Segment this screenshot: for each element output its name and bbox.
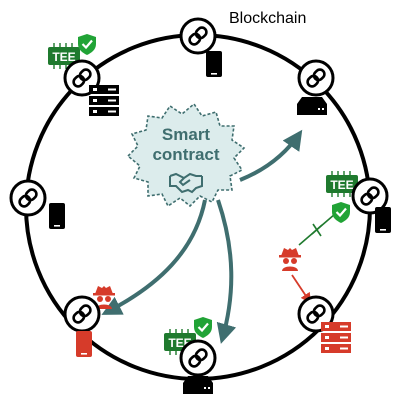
tee-chip-icon: TEE [326, 171, 358, 197]
node-lower-right [297, 295, 351, 353]
node-left [9, 179, 65, 229]
malicious-arrow [291, 274, 312, 304]
tee-label: TEE [330, 178, 353, 192]
node-top [179, 17, 222, 77]
arrow-contract-to-bottom [216, 199, 237, 344]
node-upper-right [297, 59, 335, 115]
phone-icon [206, 51, 222, 77]
contract-label-line2: contract [152, 145, 219, 164]
blocked-cross-icon [311, 223, 323, 237]
smart-contract: Smart contract [126, 102, 246, 208]
phone-icon [375, 207, 391, 233]
phone-icon [49, 203, 65, 229]
link-icon [297, 59, 335, 97]
contract-label-line1: Smart [162, 125, 211, 144]
contract-cloud [126, 102, 246, 208]
link-icon [179, 17, 217, 55]
phone-icon [76, 331, 92, 357]
link-icon [63, 295, 101, 333]
arrow-contract-to-upper-right [239, 129, 303, 182]
router-icon [297, 97, 327, 115]
tee-label: TEE [52, 50, 75, 64]
handshake-icon [169, 172, 203, 194]
arrow-contract-to-lower-left [101, 199, 207, 315]
node-upper-left: TEE [48, 32, 119, 116]
node-right: TEE [326, 171, 391, 233]
node-lower-left [63, 286, 115, 357]
tee-chip-icon: TEE [48, 43, 80, 69]
blockchain-title: Blockchain [229, 10, 306, 27]
link-icon [179, 339, 217, 377]
link-icon [9, 179, 47, 217]
shield-check-icon [330, 200, 352, 225]
shield-check-icon [192, 315, 214, 340]
server-icon [89, 85, 119, 116]
shield-check-icon [76, 32, 98, 57]
node-bottom: TEE [164, 315, 217, 394]
router-icon [183, 376, 213, 394]
server-icon [321, 322, 351, 353]
spy-icon [279, 248, 301, 271]
